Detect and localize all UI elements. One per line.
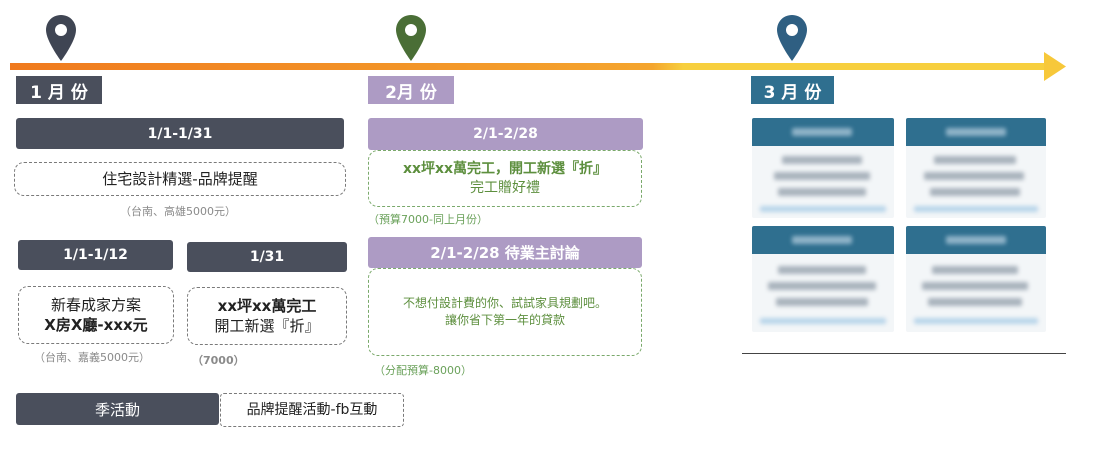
jan-period-bar: 1/1-1/31 [16,118,344,149]
feb-furniture-line1: 不想付設計費的你、試試家具規劃吧。 [402,295,607,310]
feb-offer-line2: 完工贈好禮 [470,179,540,196]
feb-discussion-bar: 2/1-2/28 待業主討論 [368,237,642,268]
jan-complete-box: xx坪xx萬完工 開工新選『折』 [187,287,347,345]
feb-offer-box: xx坪xx萬完工，開工新選『折』 完工贈好禮 [368,150,642,207]
location-pin-icon-feb [396,15,426,61]
mar-blurred-card-4 [906,226,1046,332]
jan-end-bar: 1/31 [187,242,347,272]
feb-budget-note: （預算7000-同上月份） [368,213,488,226]
jan-newyear-line1: 新春成家方案 [50,295,141,314]
jan-campaign-text: 住宅設計精選-品牌提醒 [102,169,258,188]
feb-offer-line1: xx坪xx萬完工，開工新選『折』 [402,160,608,177]
location-pin-icon-mar [777,15,807,61]
mar-blurred-card-2 [906,118,1046,218]
month-tab-jan: 1 月 份 [16,76,102,104]
season-bar: 季活動 [16,393,219,425]
location-pin-icon-jan [46,15,76,61]
feb-period-bar: 2/1-2/28 [368,118,643,150]
feb-furniture-box: 不想付設計費的你、試試家具規劃吧。 讓你省下第一年的貸款 [368,268,642,356]
jan-early-bar: 1/1-1/12 [18,240,173,270]
timeline-arrow [10,52,1066,81]
mar-divider [742,353,1066,354]
jan-complete-note: （7000） [192,354,245,367]
jan-complete-line2: 開工新選『折』 [214,317,320,335]
month-tab-mar: 3 月 份 [751,76,834,104]
feb-allocation-note: （分配預算-8000） [374,364,472,377]
mar-blurred-card-3 [752,226,894,332]
jan-newyear-box: 新春成家方案 X房X廳-xxx元 [18,286,174,344]
jan-newyear-note: （台南、嘉義5000元） [34,351,150,364]
jan-newyear-line2: X房X廳-xxx元 [44,316,148,334]
feb-furniture-line2: 讓你省下第一年的貸款 [444,313,565,327]
jan-budget-note: （台南、高雄5000元） [120,205,236,218]
season-box: 品牌提醒活動-fb互動 [220,393,404,427]
mar-blurred-card-1 [752,118,894,218]
jan-campaign-box: 住宅設計精選-品牌提醒 [14,162,346,196]
month-tab-feb: 2月 份 [368,76,454,104]
season-box-text: 品牌提醒活動-fb互動 [246,401,378,418]
jan-complete-line1: xx坪xx萬完工 [217,296,317,315]
